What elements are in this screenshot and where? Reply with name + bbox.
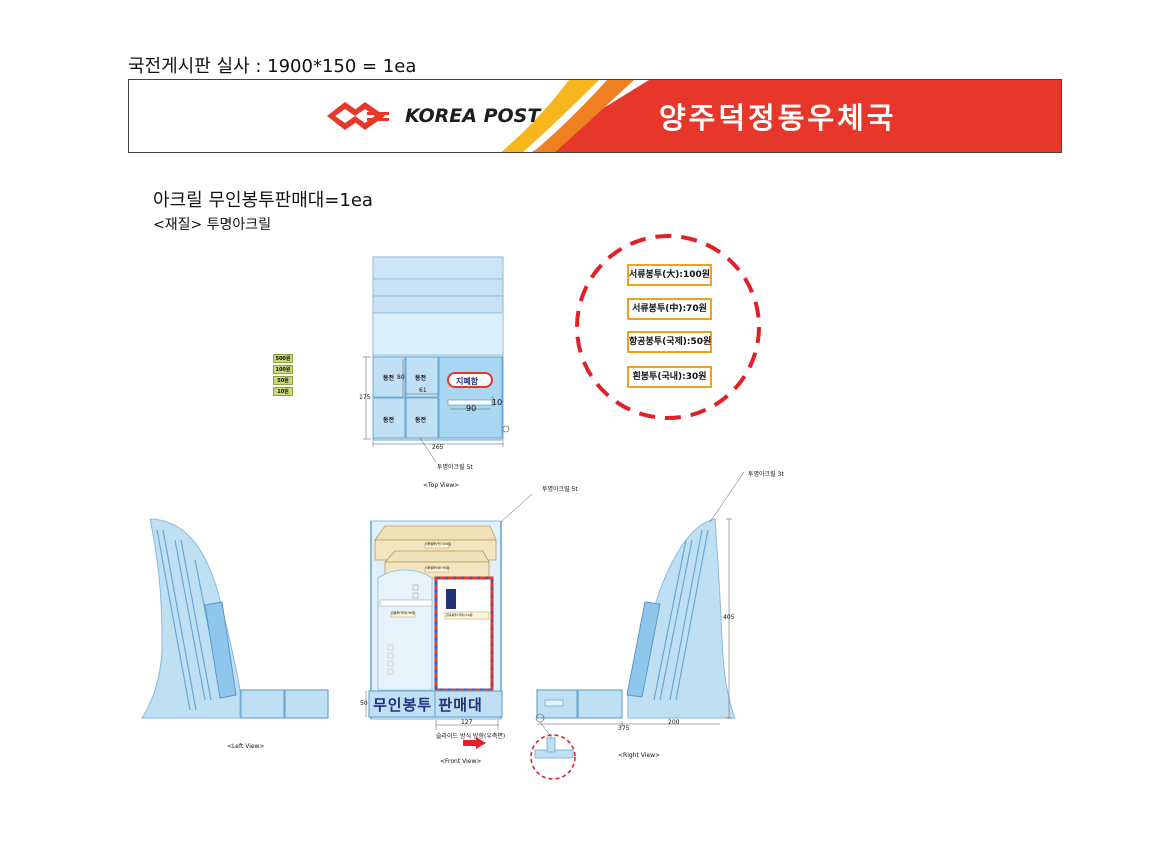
price-tag-medium-document: 서류봉투(中):70원 xyxy=(627,298,712,320)
banner-red-band xyxy=(532,80,1061,152)
top-view-dim-width: 265 xyxy=(432,444,444,451)
banner-graphic xyxy=(327,80,1061,152)
banner-orange-swoosh xyxy=(533,80,634,152)
front-view-drawing xyxy=(365,493,533,749)
right-view-dim-base: 200 xyxy=(668,719,680,726)
top-view-dim-slot-h: 10 xyxy=(492,398,503,407)
front-view-slide-note: 슬라이드 방식 방향(우측면) xyxy=(436,733,506,740)
left-view-caption: <Left View> xyxy=(227,743,265,750)
top-view-dim-cell-w: 61 xyxy=(419,387,427,394)
right-view-caption: <Right View> xyxy=(618,752,660,759)
right-view-material-note: 투명아크릴 3t xyxy=(748,471,784,478)
left-view-drawing xyxy=(141,518,329,719)
top-view-bill-box-label: 지폐함 xyxy=(456,377,479,386)
price-tag-airmail: 항공봉투(국제):50원 xyxy=(627,331,712,353)
coin-badge-50: 50원 xyxy=(273,376,293,385)
front-view-caption: <Front View> xyxy=(440,758,482,765)
right-view-dim-height: 405 xyxy=(723,614,735,621)
top-view-drawing xyxy=(363,256,510,463)
product-material: <재질> 투명아크릴 xyxy=(153,217,272,233)
front-shelf-label-3: 흰봉투(국내):30원 xyxy=(391,611,415,615)
banner-logo-text: KOREA POST xyxy=(405,105,541,127)
front-shelf-label-2: 서류봉투(中):70원 xyxy=(425,566,449,570)
right-view-dim-depth: 375 xyxy=(618,725,630,732)
front-view-sign-text: 무인봉투 판매대 xyxy=(373,696,483,714)
front-shelf-label-4: 항공봉투(국제):50원 xyxy=(446,613,473,617)
top-view-cell-1: 동전 xyxy=(383,375,395,382)
top-view-material-note: 투명아크릴 5t xyxy=(437,464,473,471)
top-view-cell-4: 동전 xyxy=(415,417,427,424)
banner-office-name: 양주덕정동우체국 xyxy=(659,101,897,135)
top-view-dim-cell-h: 80 xyxy=(397,374,405,381)
product-title: 아크릴 무인봉투판매대=1ea xyxy=(153,190,373,211)
right-view-drawing xyxy=(530,471,745,780)
korea-post-emblem-icon xyxy=(327,102,389,130)
top-view-cell-2: 동전 xyxy=(415,375,427,382)
coin-badge-500: 500원 xyxy=(273,354,293,363)
front-view-dim-slot: 127 xyxy=(461,719,473,726)
front-shelf-label-1: 서류봉투(大):100원 xyxy=(425,542,451,546)
header-title: 국전게시판 실사 : 1900*150 = 1ea xyxy=(128,56,417,77)
banner-yellow-swoosh xyxy=(501,80,599,152)
top-view-caption: <Top View> xyxy=(423,482,460,489)
coin-badge-10: 10원 xyxy=(273,387,293,396)
signboard-banner: KOREA POST 양주덕정동우체국 xyxy=(128,79,1062,153)
price-tag-callout-circle xyxy=(575,234,761,420)
price-tag-large-document: 서류봉투(大):100원 xyxy=(627,264,712,286)
top-view-cell-3: 동전 xyxy=(383,417,395,424)
front-view-material-note: 투명아크릴 5t xyxy=(542,486,578,493)
front-view-dim-base: 50 xyxy=(360,700,368,707)
top-view-dim-height: 175 xyxy=(359,394,371,401)
top-view-dim-slot-w: 90 xyxy=(466,404,477,413)
price-tag-white-envelope: 흰봉투(국내):30원 xyxy=(627,366,712,388)
coin-badge-100: 100원 xyxy=(273,365,293,374)
